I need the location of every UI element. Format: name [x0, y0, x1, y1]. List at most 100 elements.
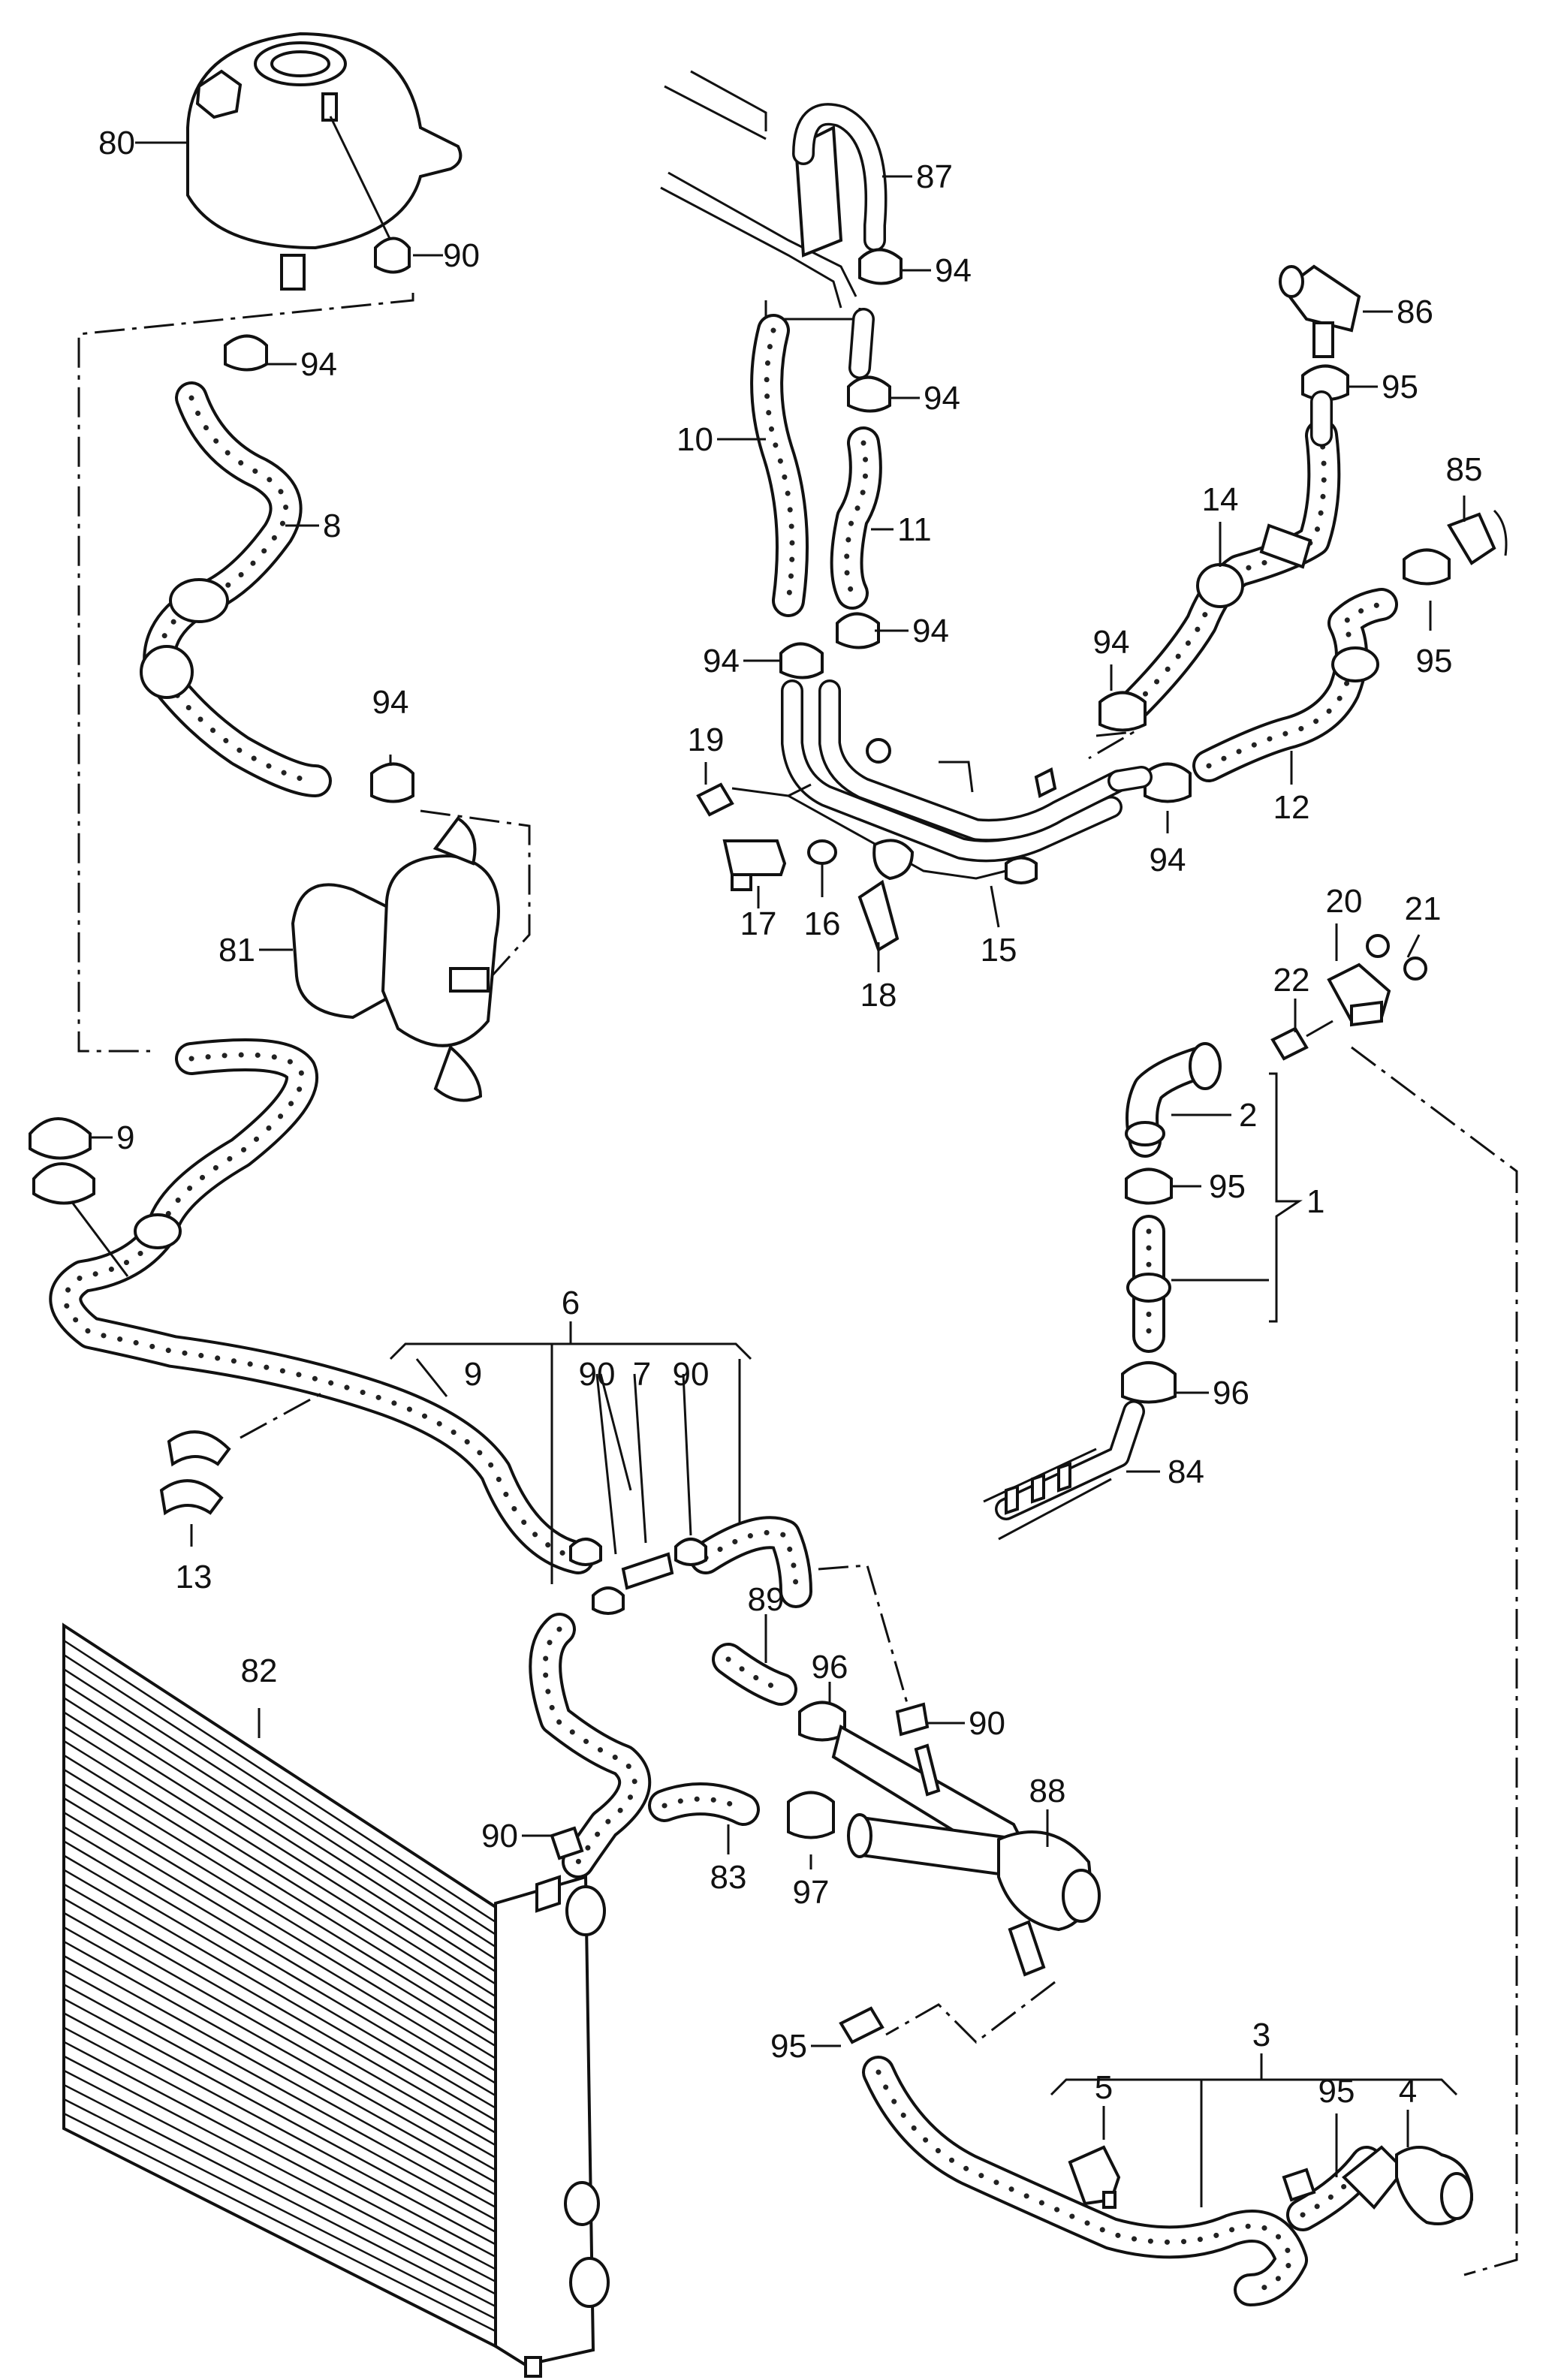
label-84: 84 — [1168, 1454, 1204, 1490]
label-6: 6 — [562, 1285, 580, 1321]
radiator-fin — [63, 1812, 496, 2072]
heater-core-section — [660, 70, 887, 309]
radiator-fin — [63, 1654, 496, 1936]
label-12: 12 — [1273, 789, 1310, 826]
sender-17 — [722, 839, 787, 891]
radiator-fin — [63, 1639, 496, 1924]
label-87: 87 — [916, 158, 953, 195]
label-89: 89 — [748, 1581, 785, 1618]
hose-9 — [49, 1038, 595, 1574]
radiator-fin — [63, 2041, 496, 2270]
label-80: 80 — [98, 125, 135, 161]
radiator-fin — [63, 1926, 496, 2171]
radiator-fin — [63, 1998, 496, 2233]
hose-11 — [830, 426, 882, 610]
hose-10 — [750, 314, 809, 617]
radiator-fin — [63, 1869, 496, 2122]
label-7: 7 — [633, 1356, 651, 1393]
label-96: 96 — [1213, 1375, 1249, 1411]
thermostat-housing — [291, 816, 500, 1102]
callout-labels: 80 90 94 8 94 81 9 6 9 90 7 90 13 82 90 … — [98, 125, 1482, 2110]
radiator-fin — [63, 2112, 496, 2333]
radiator-fin — [63, 2098, 496, 2320]
clip-90-tank — [374, 236, 411, 274]
radiator-fin — [63, 1797, 496, 2059]
label-19: 19 — [688, 722, 725, 758]
label-4: 4 — [1399, 2073, 1417, 2110]
radiator-fin — [63, 1668, 496, 1948]
label-83: 83 — [710, 1859, 747, 1896]
label-11: 11 — [897, 511, 932, 548]
radiator-fin — [63, 1897, 496, 2147]
radiator-fin — [63, 2026, 496, 2258]
label-16: 16 — [804, 905, 841, 942]
label-95: 95 — [770, 2028, 807, 2065]
label-96: 96 — [812, 1649, 848, 1686]
label-18: 18 — [860, 977, 897, 1014]
cap-5 — [1068, 2145, 1121, 2209]
label-94: 94 — [1150, 842, 1186, 878]
label-90: 90 — [579, 1356, 616, 1393]
label-94: 94 — [924, 380, 960, 417]
label-85: 85 — [1446, 451, 1483, 488]
label-94: 94 — [372, 684, 409, 721]
label-94: 94 — [703, 643, 740, 679]
label-90: 90 — [969, 1705, 1005, 1742]
label-17: 17 — [740, 905, 777, 942]
radiator-fin — [63, 2069, 496, 2295]
label-8: 8 — [323, 508, 341, 544]
label-97: 97 — [793, 1874, 830, 1911]
label-90: 90 — [673, 1356, 710, 1393]
hose-1 — [1126, 1215, 1171, 1353]
label-94: 94 — [300, 346, 337, 383]
label-21: 21 — [1405, 890, 1442, 927]
radiator-fin — [63, 1697, 496, 1973]
hose-3 — [862, 2056, 1308, 2306]
radiator-fin — [63, 2083, 496, 2308]
label-15: 15 — [981, 932, 1017, 969]
radiator-fin — [63, 1711, 496, 1985]
radiator-fin — [63, 1768, 496, 2035]
clip-13 — [159, 1430, 231, 1516]
radiator-fin — [63, 1940, 496, 2183]
label-90: 90 — [443, 237, 480, 274]
label-22: 22 — [1273, 962, 1310, 999]
radiator-fin — [63, 1984, 496, 2221]
label-1: 1 — [1306, 1183, 1324, 1220]
label-95: 95 — [1318, 2073, 1355, 2110]
label-81: 81 — [218, 932, 255, 969]
radiator-fin — [63, 2012, 496, 2246]
radiator-fin — [63, 1883, 496, 2134]
radiator-fin — [63, 2055, 496, 2283]
label-86: 86 — [1397, 294, 1433, 330]
radiator-fin — [63, 1840, 496, 2097]
radiator — [62, 1622, 610, 2378]
label-94: 94 — [1093, 624, 1130, 661]
hose-12 — [1192, 588, 1398, 782]
radiator-fin — [63, 1683, 496, 1960]
label-3: 3 — [1252, 2017, 1270, 2053]
label-94: 94 — [935, 252, 972, 289]
label-13: 13 — [176, 1559, 212, 1595]
radiator-fin — [63, 1854, 496, 2109]
hose-8 — [140, 381, 332, 797]
radiator-fin — [63, 1969, 496, 2208]
hose-83 — [648, 1782, 760, 1826]
label-2: 2 — [1239, 1097, 1257, 1134]
label-94: 94 — [912, 613, 949, 649]
label-14: 14 — [1202, 481, 1239, 518]
label-95: 95 — [1209, 1168, 1246, 1205]
label-9: 9 — [116, 1119, 134, 1156]
label-88: 88 — [1029, 1773, 1066, 1809]
label-20: 20 — [1326, 883, 1363, 920]
pipe-84 — [983, 1400, 1145, 1541]
label-82: 82 — [241, 1652, 278, 1689]
label-95: 95 — [1382, 369, 1418, 405]
hose-14 — [1117, 419, 1341, 722]
connector-86 — [1279, 264, 1361, 358]
radiator-fin — [63, 1782, 496, 2047]
hose-branch-7 — [529, 1516, 812, 1878]
hose-89 — [712, 1643, 797, 1706]
radiator-fin — [63, 1754, 496, 2023]
